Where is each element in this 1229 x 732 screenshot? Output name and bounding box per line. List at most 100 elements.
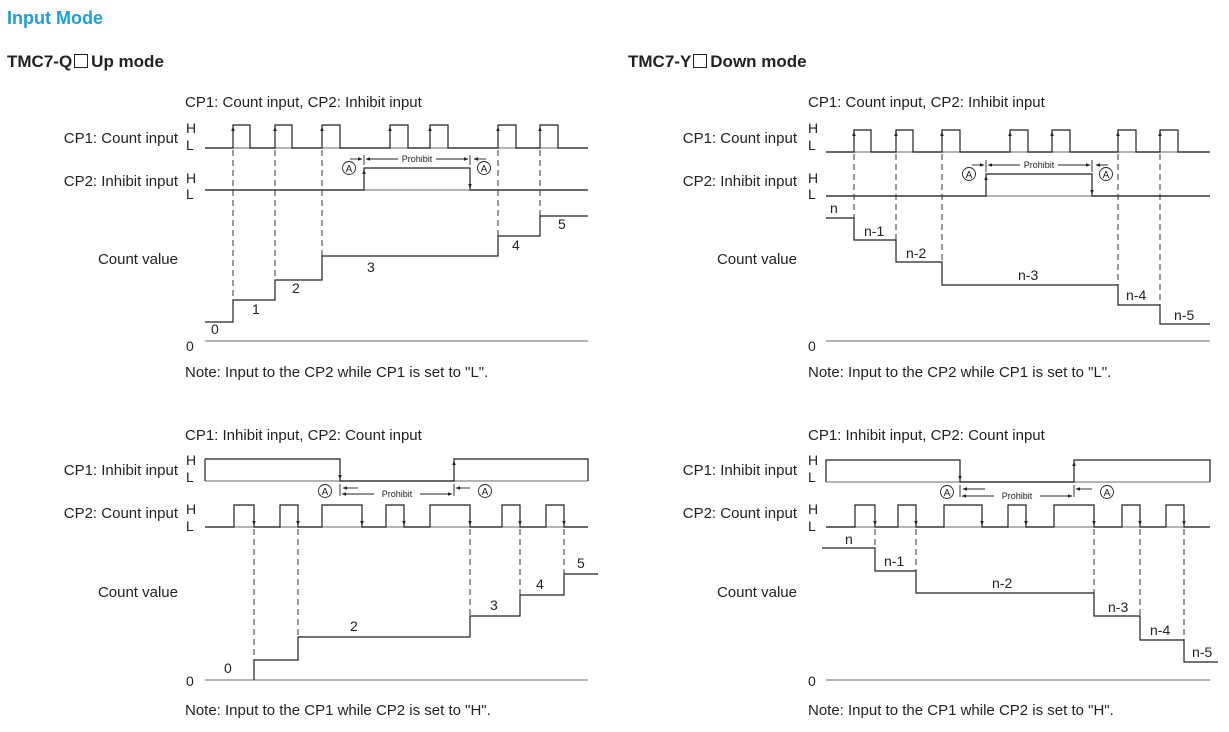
svg-text:A: A xyxy=(346,164,353,175)
mode-name: Up mode xyxy=(91,52,164,71)
count-step-label: n-1 xyxy=(864,223,884,239)
panel-note: Note: Input to the CP2 while CP1 is set … xyxy=(185,364,488,381)
level-high: H xyxy=(808,501,818,517)
model-code: TMC7-Y xyxy=(628,52,692,71)
level-low: L xyxy=(186,518,194,534)
panel-note: Note: Input to the CP1 while CP2 is set … xyxy=(808,702,1114,719)
cp2-pulse-train xyxy=(826,504,1210,528)
count-step-label: n-5 xyxy=(1192,644,1212,660)
svg-text:Prohibit: Prohibit xyxy=(1024,160,1055,170)
model-code: TMC7-Q xyxy=(7,52,73,71)
count-step-label: n-4 xyxy=(1126,287,1146,303)
count-staircase xyxy=(822,547,1218,663)
count-dashed-guides xyxy=(232,150,541,322)
level-high: H xyxy=(186,120,196,136)
cp2-inhibit-pulse xyxy=(205,167,588,191)
cp1-label: CP1: Inhibit input xyxy=(683,462,798,479)
page-title: Input Mode xyxy=(7,8,103,28)
cp1-label: CP1: Count input xyxy=(64,130,179,147)
svg-text:Prohibit: Prohibit xyxy=(1002,491,1033,501)
count-staircase xyxy=(826,217,1210,325)
count-step-label: n-3 xyxy=(1108,599,1128,615)
svg-text:A: A xyxy=(1103,170,1110,181)
marker-a-icon: A xyxy=(318,484,332,498)
svg-text:Prohibit: Prohibit xyxy=(382,489,413,499)
count-value-label: Count value xyxy=(717,251,797,268)
cp1-label: CP1: Count input xyxy=(683,130,798,147)
zero-label: 0 xyxy=(808,673,816,689)
count-dashed-guides xyxy=(853,154,1161,324)
zero-label: 0 xyxy=(808,338,816,354)
svg-text:A: A xyxy=(944,488,951,499)
count-step-label: n-4 xyxy=(1150,622,1170,638)
count-step-label: 0 xyxy=(224,660,232,676)
cp2-inhibit-pulse xyxy=(826,173,1210,197)
timing-panel-down-count-cp2: CP1: Inhibit input, CP2: Count input CP1… xyxy=(683,427,1218,719)
count-step-label: 4 xyxy=(536,576,544,592)
prohibit-annotation: Prohibit xyxy=(350,154,486,165)
svg-text:Prohibit: Prohibit xyxy=(402,154,433,164)
section-title-up-mode: TMC7-Q Up mode xyxy=(7,52,164,72)
count-step-label: n-3 xyxy=(1018,267,1038,283)
level-high: H xyxy=(808,170,818,186)
panel-title: CP1: Inhibit input, CP2: Count input xyxy=(185,427,423,444)
cp2-label: CP2: Count input xyxy=(683,505,798,522)
count-dashed-guides xyxy=(253,529,565,660)
count-dashed-guides xyxy=(874,529,1185,662)
level-low: L xyxy=(808,137,816,153)
mode-name: Down mode xyxy=(710,52,807,71)
cp2-pulse-train xyxy=(205,504,588,528)
svg-text:A: A xyxy=(1104,488,1111,499)
level-low: L xyxy=(186,186,194,202)
panel-note: Note: Input to the CP1 while CP2 is set … xyxy=(185,702,491,719)
zero-label: 0 xyxy=(186,338,194,354)
svg-text:A: A xyxy=(481,164,488,175)
prohibit-annotation: Prohibit xyxy=(972,160,1108,172)
count-step-label: 1 xyxy=(252,301,260,317)
count-step-label: n-5 xyxy=(1174,307,1194,323)
count-value-label: Count value xyxy=(717,584,797,601)
panel-note: Note: Input to the CP2 while CP1 is set … xyxy=(808,364,1111,381)
count-step-label: 3 xyxy=(367,259,375,275)
count-step-label: 2 xyxy=(350,618,358,634)
marker-a-icon: A xyxy=(1099,167,1113,181)
level-low: L xyxy=(808,186,816,202)
level-low: L xyxy=(808,518,816,534)
level-high: H xyxy=(186,170,196,186)
marker-a-icon: A xyxy=(342,161,356,175)
panel-title: CP1: Count input, CP2: Inhibit input xyxy=(185,94,423,111)
cp1-pulse-train xyxy=(826,129,1210,153)
marker-a-icon: A xyxy=(1100,485,1114,499)
count-step-label: n xyxy=(830,200,838,216)
timing-panel-down-count-cp1: CP1: Count input, CP2: Inhibit input CP1… xyxy=(683,94,1210,381)
count-step-label: n-1 xyxy=(884,553,904,569)
level-high: H xyxy=(808,452,818,468)
section-title-down-mode: TMC7-Y Down mode xyxy=(628,52,807,72)
cp1-inhibit-pulse xyxy=(205,458,589,482)
prohibit-annotation: Prohibit xyxy=(959,485,1092,501)
level-high: H xyxy=(186,501,196,517)
count-staircase xyxy=(253,573,598,680)
cp2-label: CP2: Count input xyxy=(64,505,179,522)
level-high: H xyxy=(808,120,818,136)
count-staircase xyxy=(205,215,588,323)
marker-a-icon: A xyxy=(962,167,976,181)
count-step-label: n-2 xyxy=(992,575,1012,591)
cp1-inhibit-pulse xyxy=(825,459,1211,483)
falling-edge-arrows xyxy=(873,512,1186,526)
zero-label: 0 xyxy=(186,673,194,689)
level-low: L xyxy=(808,469,816,485)
cp2-label: CP2: Inhibit input xyxy=(64,173,179,190)
prohibit-annotation: Prohibit xyxy=(339,484,470,499)
count-step-label: n-2 xyxy=(906,245,926,261)
falling-edge-arrows xyxy=(252,512,566,526)
square-placeholder-icon xyxy=(693,54,708,68)
svg-text:A: A xyxy=(966,170,973,181)
timing-panel-up-count-cp1: CP1: Count input, CP2: Inhibit input CP1… xyxy=(64,94,588,381)
cp1-pulse-train xyxy=(205,124,588,149)
svg-text:A: A xyxy=(482,487,489,498)
cp2-label: CP2: Inhibit input xyxy=(683,173,798,190)
count-value-label: Count value xyxy=(98,251,178,268)
level-low: L xyxy=(186,137,194,153)
count-value-label: Count value xyxy=(98,584,178,601)
